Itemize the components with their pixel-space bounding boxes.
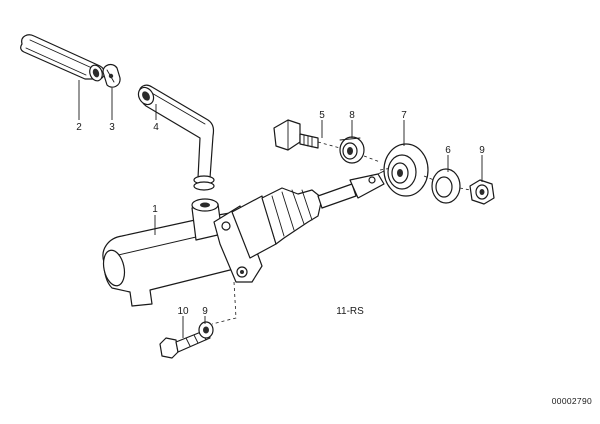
callout-1: 1 xyxy=(152,204,158,215)
part-9-washer-lower[interactable] xyxy=(198,321,214,339)
callout-6: 6 xyxy=(445,145,451,156)
part-7-sealing-ring[interactable] xyxy=(383,143,429,197)
part-9-nut-right[interactable] xyxy=(469,179,495,205)
part-5-stop-screw[interactable] xyxy=(273,119,319,151)
callout-4: 4 xyxy=(153,122,159,133)
part-1-clutch-master-cylinder[interactable] xyxy=(100,169,387,307)
callout-leaders xyxy=(78,80,483,338)
callout-8: 8 xyxy=(349,110,355,121)
part-8-nut-upper[interactable] xyxy=(339,136,365,164)
callout-7: 7 xyxy=(401,110,407,121)
part-4-feed-hose[interactable] xyxy=(135,84,215,191)
callout-10: 10 xyxy=(177,306,189,317)
callout-3: 3 xyxy=(109,122,115,133)
part-6-washer[interactable] xyxy=(431,168,461,204)
callout-labels: 2 3 4 1 5 8 7 6 9 10 9 xyxy=(76,110,485,317)
callout-9-lower: 9 xyxy=(202,306,208,317)
callout-2: 2 xyxy=(76,122,82,133)
part-3-clip[interactable] xyxy=(102,63,121,88)
assembly-lines xyxy=(211,141,471,325)
callout-5: 5 xyxy=(319,110,325,121)
document-number: 00002790 xyxy=(552,396,592,406)
diagram-caption: 11-RS xyxy=(336,306,364,317)
callout-9-upper: 9 xyxy=(479,145,485,156)
part-2-rubber-sleeve[interactable] xyxy=(20,34,105,83)
